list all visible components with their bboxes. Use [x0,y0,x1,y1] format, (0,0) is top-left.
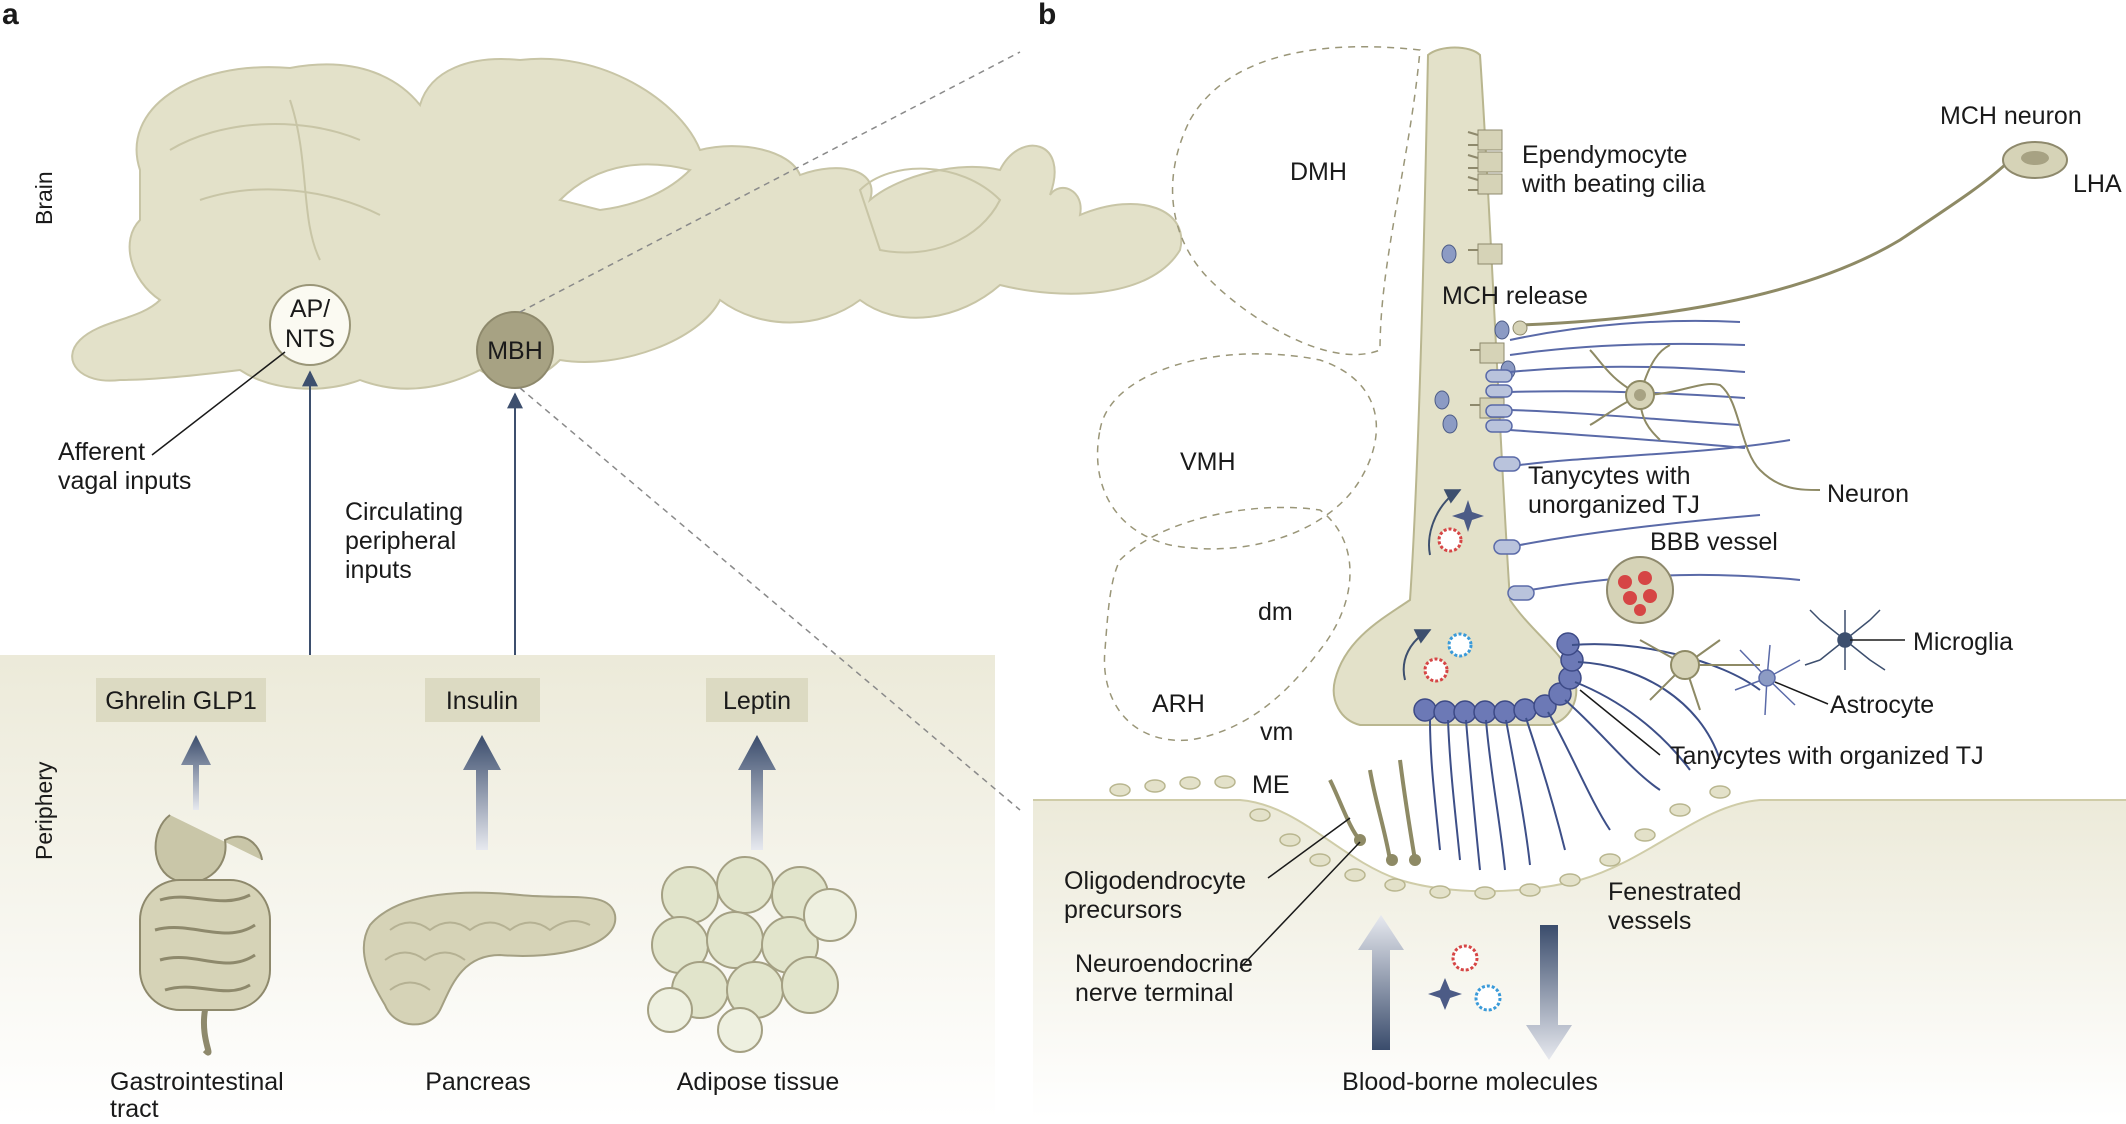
mch-neuron-label: MCH neuron [1940,102,2082,130]
dmh-outline [1171,46,1421,356]
blood-up-arrow [1358,915,1404,1050]
circulating-label-line1: Circulating [345,498,463,526]
ap-nts-label-line2: NTS [285,325,335,353]
blood-borne-label: Blood-borne molecules [1342,1068,1598,1096]
ap-nts-region [269,284,351,366]
bbb-vessel-label: BBB vessel [1650,528,1778,556]
brain-side-label: Brain [31,171,57,225]
fenestrated-label-line2: vessels [1608,907,1691,935]
insulin-box [425,678,540,722]
afferent-label-line2: vagal inputs [58,467,191,495]
fenestrations [1109,775,1731,900]
panel-a-letter: a [2,0,19,31]
adipose-label: Adipose tissue [677,1068,840,1096]
microglia-label: Microglia [1913,628,2013,656]
circulating-label-line2: peripheral [345,527,456,555]
mch-release-label: MCH release [1442,282,1588,310]
leptin-label: Leptin [723,687,791,715]
pancreas-label: Pancreas [425,1068,531,1096]
vmh-outline [1096,353,1378,550]
fenestrated-label-line1: Fenestrated [1608,878,1741,906]
astrocyte-cell [1639,639,1760,711]
tanycyte-processes-upper [1509,319,1801,591]
brain-outline [71,57,1183,390]
circulating-label-line3: inputs [345,556,412,584]
dmh-label: DMH [1290,158,1347,186]
insulin-up-arrow [463,735,501,850]
ependymocyte-label-line2: with beating cilia [1521,170,1706,198]
gi-label-line1: Gastrointestinal [110,1068,284,1096]
vm-label: vm [1260,718,1293,746]
label-pointers [1239,639,1905,969]
mch-neuron [1512,141,2068,336]
oligo-label-line2: precursors [1064,896,1182,924]
me-label: ME [1252,771,1290,799]
neuroendo-label-line2: nerve terminal [1075,979,1233,1007]
astrocyte-blue [1734,644,1801,716]
dm-label: dm [1258,598,1293,626]
gi-label-line2: tract [110,1095,159,1119]
arh-outline [1103,506,1351,742]
tanycyte-bodies-organized [1413,632,1584,724]
leptin-up-arrow [738,735,776,850]
gi-tract-illustration [139,814,271,1056]
periphery-background [0,655,995,1119]
blood-molecules [1428,944,1502,1012]
tanycytes-unorg-label-line1: Tanycytes with [1528,462,1691,490]
panel-b-letter: b [1038,0,1056,31]
neuron-cell [1589,344,1821,491]
afferent-label-line1: Afferent [58,438,145,466]
tanycyte-bodies-upper [1485,369,1535,601]
mbh-label: MBH [487,337,543,365]
third-ventricle-wall [1332,46,1578,726]
me-terminals [1328,759,1421,866]
pancreas-illustration [362,891,617,1026]
vmh-label: VMH [1180,448,1236,476]
neuron-label: Neuron [1827,480,1909,508]
ependymocyte-label-line1: Ependymocyte [1522,141,1687,169]
afferent-pointer [151,351,286,456]
arh-label: ARH [1152,690,1205,718]
ghrelin-label: Ghrelin GLP1 [105,687,256,715]
tanycyte-processes-organized [1429,643,1761,871]
zoom-line-top [519,51,1021,313]
tanycytes-unorg-label-line2: unorganized TJ [1528,491,1700,519]
astrocyte-label: Astrocyte [1830,691,1934,719]
mbh-region [476,311,554,389]
periphery-side-label: Periphery [31,761,57,860]
ghrelin-box [96,678,266,722]
blood-down-arrow [1526,925,1572,1060]
ventricle-molecules [1402,489,1484,683]
leptin-box [706,678,808,722]
blood-vessel-region [1033,800,2126,1119]
cerebrum-folds [169,99,381,261]
cerebellum-folds [858,167,1002,254]
insulin-label: Insulin [446,687,518,715]
ghrelin-up-arrow [181,735,211,810]
ap-nts-label-line1: AP/ [290,295,330,323]
brain-illustration [71,57,1183,390]
adipose-illustration [647,856,857,1053]
brain-cavity [558,163,692,212]
lha-label: LHA [2073,170,2122,198]
neuroendo-label-line1: Neuroendocrine [1075,950,1253,978]
bbb-vessel [1606,556,1674,624]
tanycytes-org-label: Tanycytes with organized TJ [1670,742,1984,770]
oligo-label-line1: Oligodendrocyte [1064,867,1246,895]
